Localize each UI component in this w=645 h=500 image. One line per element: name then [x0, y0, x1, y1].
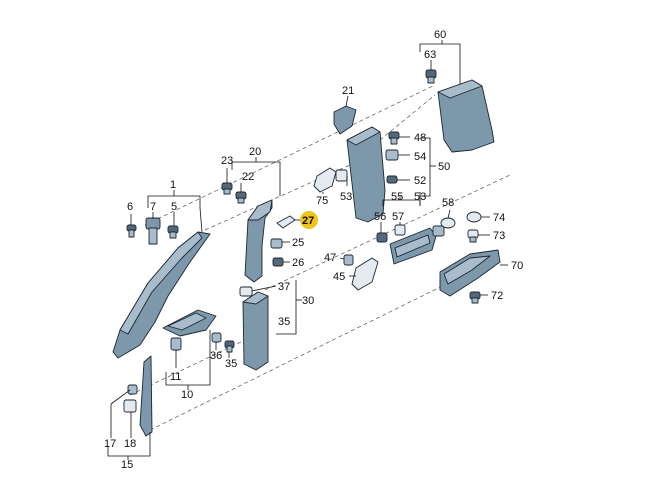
label-70: 70: [511, 260, 523, 272]
cap-74: [466, 211, 482, 223]
label-15: 15: [121, 459, 133, 471]
label-5: 5: [171, 201, 177, 213]
clip-52: [386, 175, 398, 184]
clip-25: [270, 238, 283, 249]
screw-72: [469, 291, 481, 304]
cover-cap-75: [313, 167, 337, 193]
label-56: 56: [374, 211, 386, 223]
a-pillar-trim: [112, 231, 211, 359]
clip-7: [145, 217, 161, 245]
grab-handle-70: [439, 249, 501, 297]
label-57: 57: [392, 211, 404, 223]
label-60: 60: [434, 29, 446, 41]
label-6: 6: [127, 201, 133, 213]
clip-54: [385, 149, 399, 161]
clip-53-right: [432, 225, 445, 237]
door-sill-bracket: [162, 309, 217, 337]
label-74: 74: [493, 212, 505, 224]
cover-45: [351, 257, 379, 291]
label-11: 11: [170, 371, 181, 383]
label-47: 47: [324, 252, 336, 264]
sill-strip: [139, 355, 153, 437]
label-17: 17: [104, 438, 116, 450]
label-27: 27: [302, 215, 314, 227]
clip-63: [425, 69, 437, 84]
label-25: 25: [292, 237, 304, 249]
label-50: 50: [438, 161, 450, 173]
label-21: 21: [342, 85, 354, 97]
clip-26: [272, 257, 284, 267]
clip-47: [343, 254, 354, 266]
label-72: 72: [491, 290, 503, 302]
screw-35-left: [224, 340, 235, 353]
label-73: 73: [493, 230, 505, 242]
trim-panel-55: [389, 227, 437, 265]
label-7: 7: [150, 201, 156, 213]
clip-27: [276, 215, 296, 229]
label-37: 37: [278, 281, 290, 293]
clip-6: [126, 224, 137, 238]
label-52: 52: [414, 175, 426, 187]
label-23: 23: [221, 155, 233, 167]
b-pillar-lower-trim: [242, 291, 269, 371]
label-55: 55: [391, 191, 403, 203]
leader-lines: [107, 40, 508, 460]
clip-21: [333, 105, 357, 135]
label-58: 58: [442, 197, 454, 209]
label-53-left: 53: [340, 191, 352, 203]
clip-56: [376, 232, 388, 243]
label-35-upper: 35: [278, 316, 290, 328]
clip-11: [170, 337, 182, 351]
clip-5: [167, 225, 179, 239]
label-75: 75: [316, 195, 328, 207]
label-36: 36: [210, 350, 222, 362]
label-30: 30: [302, 295, 314, 307]
clip-17: [127, 384, 138, 395]
label-18: 18: [124, 438, 136, 450]
label-10: 10: [181, 389, 193, 401]
label-22: 22: [242, 171, 254, 183]
clip-18: [123, 399, 137, 413]
clip-37: [239, 286, 253, 297]
label-63: 63: [424, 49, 436, 61]
highlight-marker-27: [300, 211, 318, 229]
clip-57: [394, 224, 406, 236]
clip-22: [235, 191, 247, 204]
clip-36: [211, 332, 222, 343]
part-labels: 1 6 7 5 11 10 36 35 17 18 15 20 23 22 25…: [104, 29, 523, 471]
screw-73: [467, 229, 479, 243]
clip-53-left: [335, 169, 348, 182]
clip-23: [221, 182, 233, 195]
label-54: 54: [414, 151, 426, 163]
label-26: 26: [292, 257, 304, 269]
button-58: [440, 217, 456, 229]
c-pillar-trim: [346, 126, 386, 223]
label-48: 48: [414, 132, 426, 144]
label-53-right: 53: [414, 191, 426, 203]
label-35-lower: 35: [225, 358, 237, 370]
screw-48: [388, 131, 400, 145]
b-pillar-upper-trim: [244, 199, 273, 283]
label-45: 45: [333, 271, 345, 283]
label-1: 1: [170, 179, 176, 191]
d-pillar-trim: [437, 79, 495, 153]
label-20: 20: [249, 146, 261, 158]
